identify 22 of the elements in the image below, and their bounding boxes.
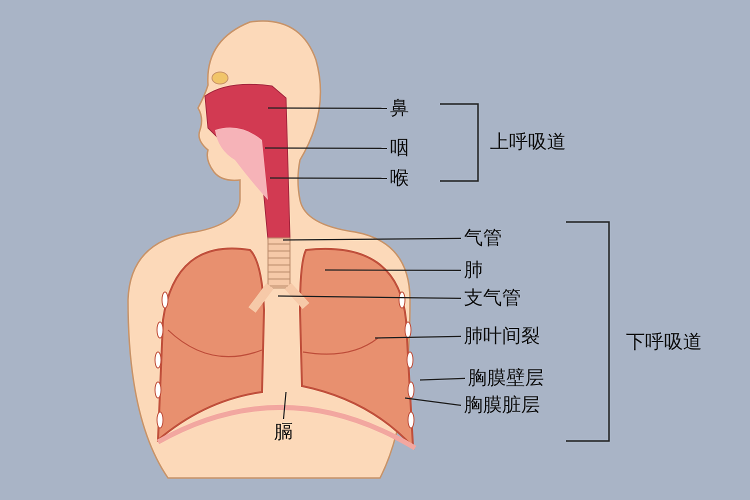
leader-line bbox=[283, 238, 461, 241]
leader-line bbox=[374, 336, 462, 339]
leader-line bbox=[420, 378, 466, 381]
part-label: 肺 bbox=[464, 259, 483, 282]
group-label: 下呼吸道 bbox=[626, 331, 702, 354]
part-label: 肺叶间裂 bbox=[464, 325, 540, 348]
leader-line bbox=[268, 107, 387, 109]
group-label: 上呼吸道 bbox=[490, 131, 566, 154]
part-label: 鼻 bbox=[390, 97, 409, 120]
leader-line bbox=[325, 269, 461, 271]
leader-line bbox=[404, 397, 462, 406]
part-label: 膈 bbox=[274, 421, 293, 444]
part-label: 咽 bbox=[390, 137, 409, 160]
part-label: 胸膜脏层 bbox=[464, 394, 540, 417]
part-label: 胸膜壁层 bbox=[468, 367, 544, 390]
leader-line bbox=[270, 177, 387, 179]
leader-line bbox=[265, 147, 387, 149]
part-label: 气管 bbox=[464, 227, 502, 250]
part-label: 喉 bbox=[390, 167, 409, 190]
leader-line bbox=[282, 392, 287, 420]
part-label: 支气管 bbox=[464, 287, 521, 310]
leader-line bbox=[278, 295, 461, 299]
